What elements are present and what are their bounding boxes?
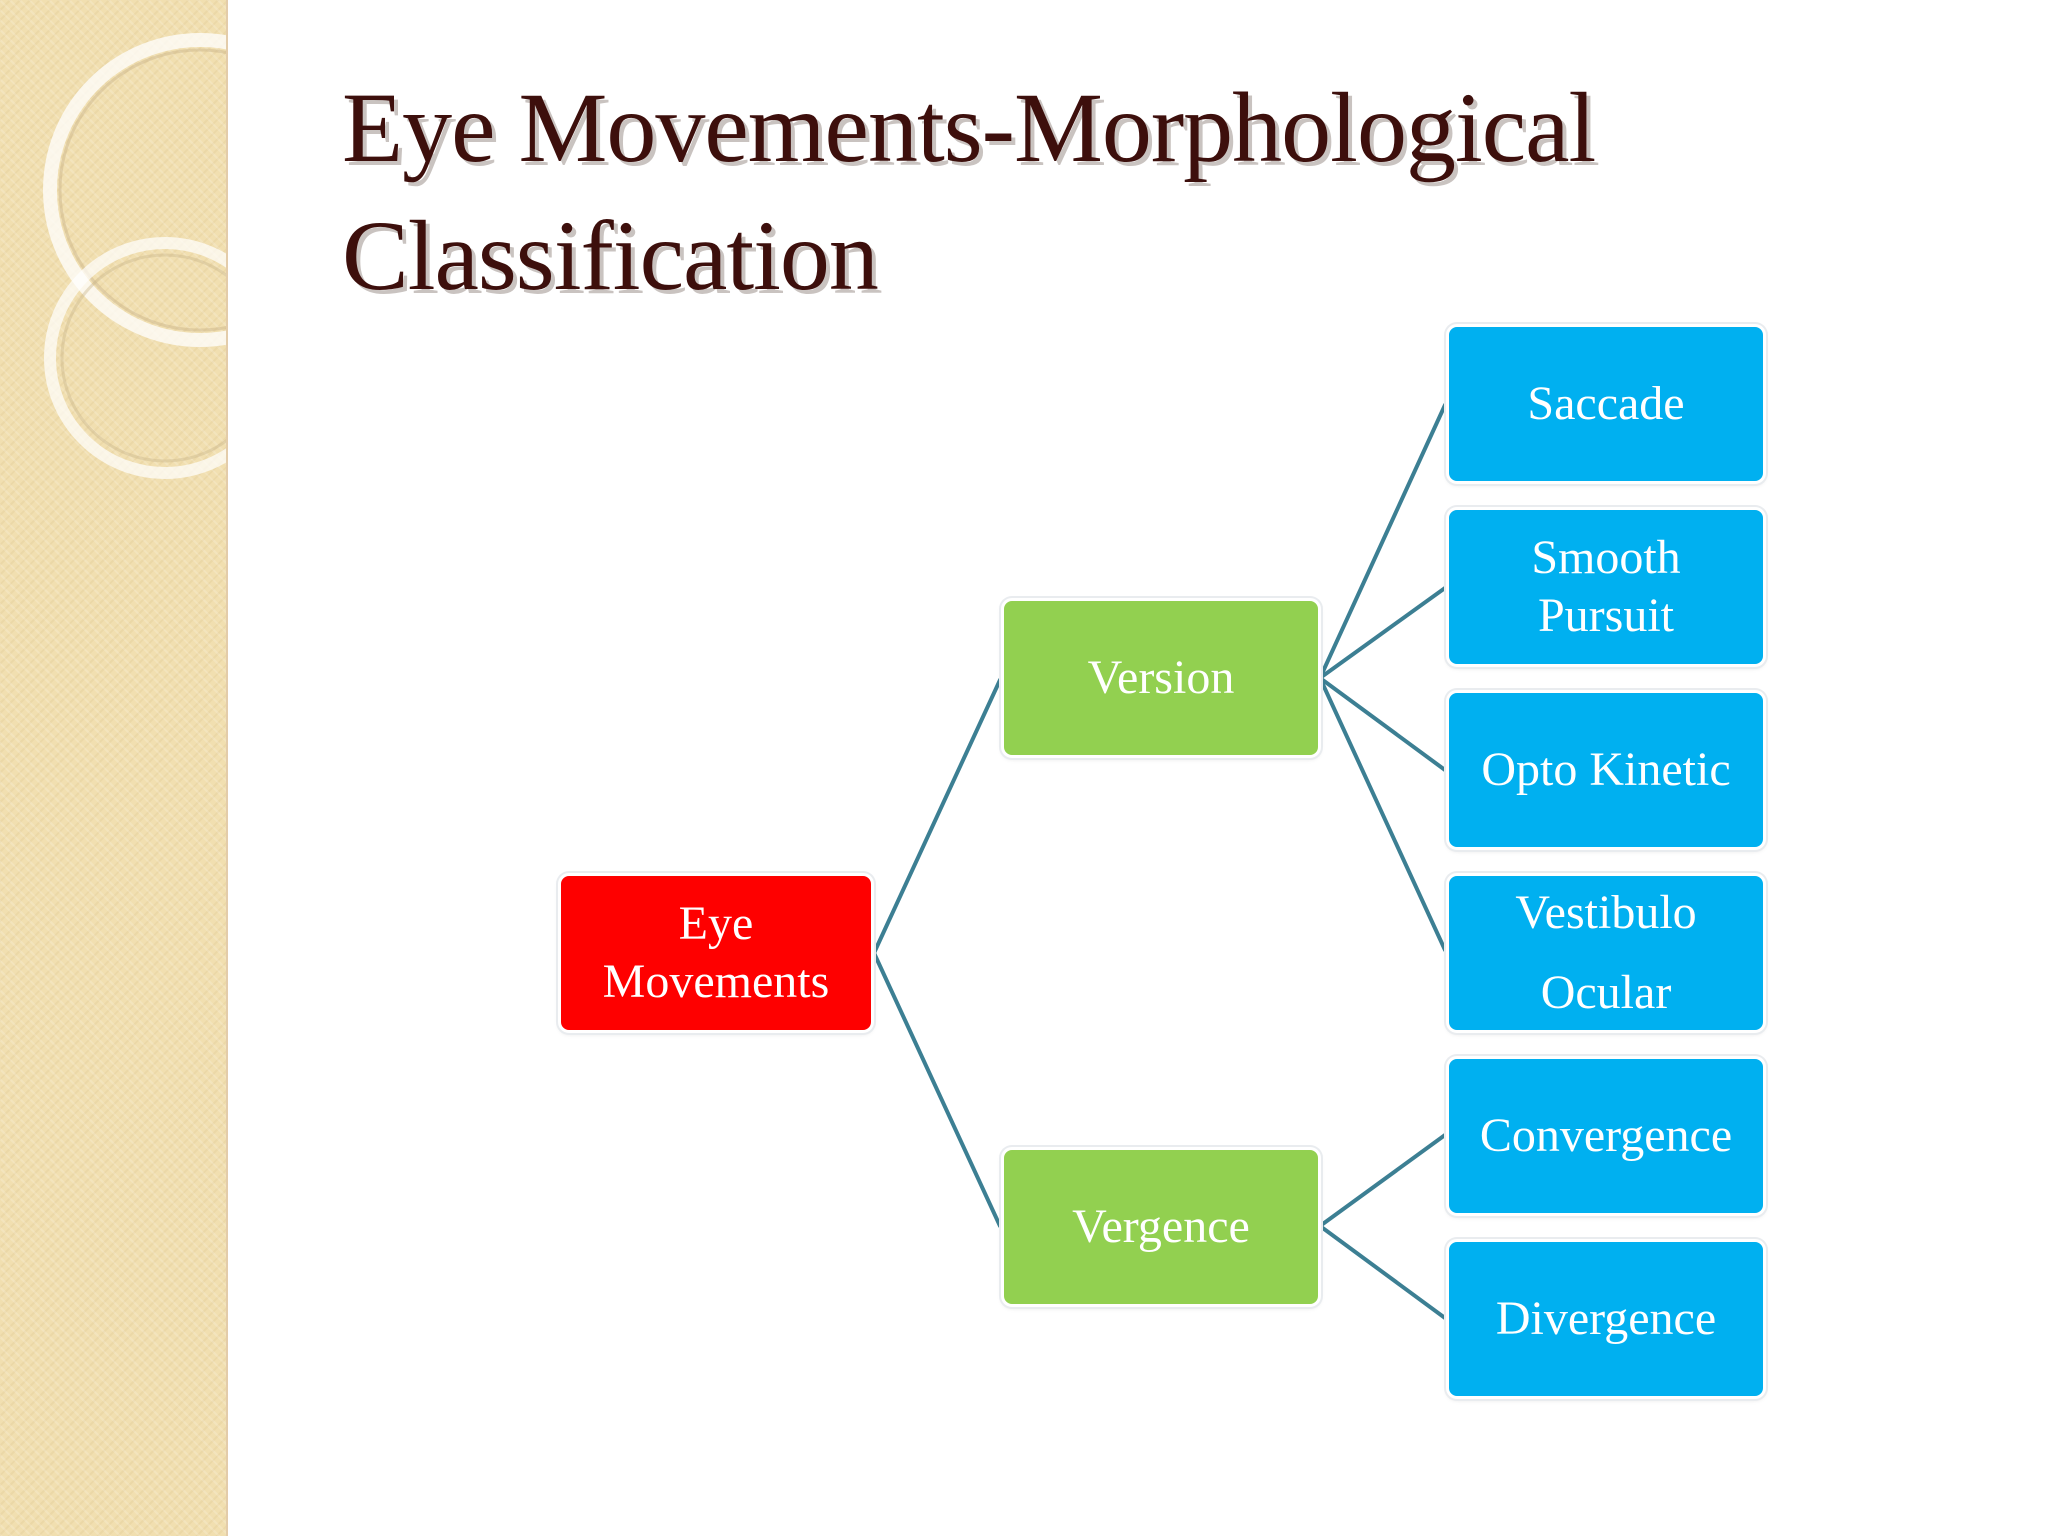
node-smooth-pursuit: Smooth Pursuit — [1446, 507, 1766, 667]
connector-root-vergence — [872, 951, 1002, 1228]
connector-vergence-convergence — [1318, 1133, 1447, 1228]
connector-version-smooth-pursuit — [1318, 586, 1447, 680]
connector-version-opto-kinetic — [1318, 676, 1447, 772]
connector-vergence-divergence — [1318, 1224, 1447, 1320]
node-divergence: Divergence — [1446, 1239, 1766, 1399]
side-decoration-panel — [0, 0, 228, 1536]
node-saccade: Saccade — [1446, 324, 1766, 484]
node-convergence: Convergence — [1446, 1056, 1766, 1216]
connector-version-saccade — [1318, 403, 1447, 680]
node-vergence: Vergence — [1001, 1147, 1321, 1307]
node-opto-kinetic: Opto Kinetic — [1446, 690, 1766, 850]
node-version: Version — [1001, 598, 1321, 758]
node-vestibulo-ocular: Vestibulo Ocular — [1446, 873, 1766, 1033]
connector-root-version — [872, 678, 1002, 955]
decorative-rings — [43, 33, 228, 479]
slide-title: Eye Movements-Morphological Classificati… — [342, 72, 1596, 311]
node-eye-movements: Eye Movements — [558, 873, 874, 1033]
connector-version-vestibulo-ocular — [1318, 676, 1447, 952]
